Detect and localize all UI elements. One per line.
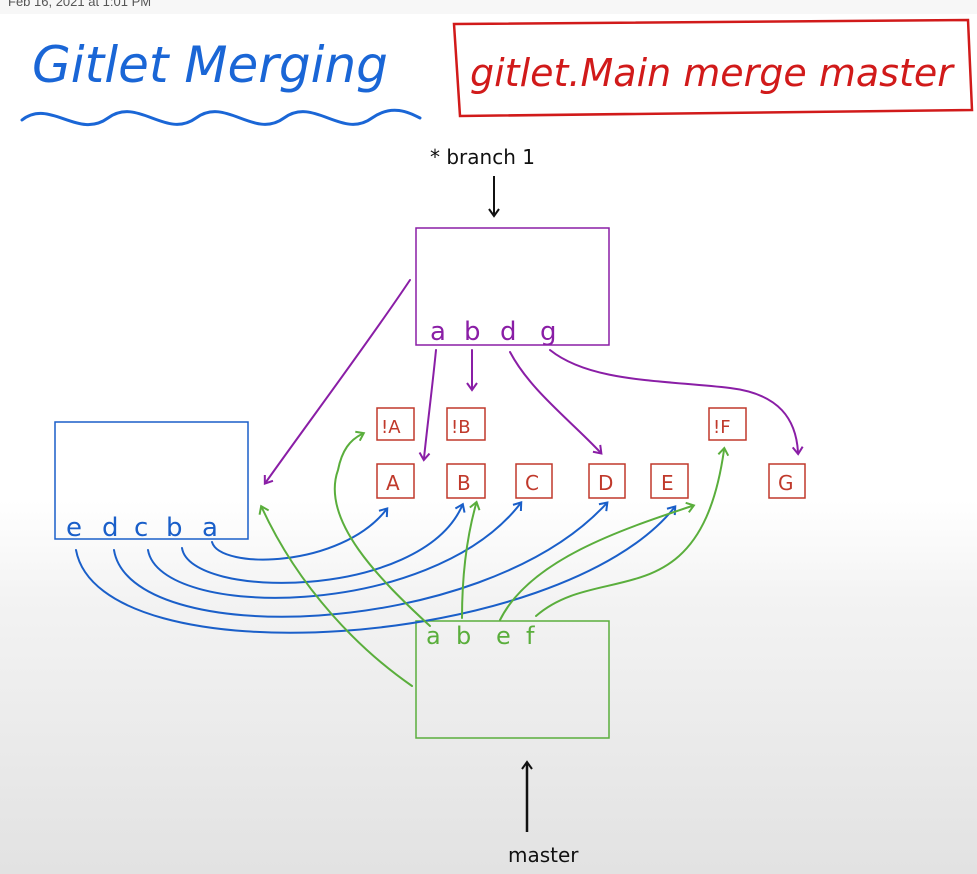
master-b-arrow xyxy=(461,500,481,619)
split-arrows xyxy=(75,501,677,634)
split-files: e d c b a xyxy=(66,513,218,543)
split-a-arrow xyxy=(211,507,389,561)
split-file-e: e xyxy=(66,513,82,543)
split-d-arrow xyxy=(113,501,609,618)
branch1-file-a: a xyxy=(430,317,446,347)
branch1-g-arrow xyxy=(549,349,804,456)
branch1-commit-box xyxy=(415,227,610,346)
result-blobs: A B C D E G xyxy=(376,463,806,499)
split-file-b: b xyxy=(166,513,183,543)
blob-conflict-F xyxy=(708,407,747,441)
blob-A xyxy=(376,463,415,499)
branch1-files: a b d g xyxy=(430,317,557,347)
split-commit-box xyxy=(54,421,249,540)
blob-B xyxy=(446,463,486,499)
split-file-d: d xyxy=(102,513,119,543)
command-box xyxy=(452,18,974,118)
split-b-arrow xyxy=(181,502,466,584)
branch1-d-arrow xyxy=(509,351,603,455)
split-file-a: a xyxy=(202,513,218,543)
branch1-file-b: b xyxy=(464,317,481,347)
blob-G xyxy=(768,463,806,499)
master-commit-box xyxy=(415,620,610,739)
blob-E-label: E xyxy=(661,471,674,495)
timestamp-strip xyxy=(0,0,977,14)
master-file-b: b xyxy=(456,622,471,650)
master-file-f: f xyxy=(526,622,535,650)
master-e-arrow xyxy=(499,501,696,621)
blob-D-label: D xyxy=(598,471,613,495)
branch1-a-arrow xyxy=(418,349,437,462)
split-c-arrow xyxy=(147,501,523,599)
branch1-file-g: g xyxy=(540,317,557,347)
master-file-a: a xyxy=(426,622,441,650)
blob-G-label: G xyxy=(778,471,794,495)
blob-D xyxy=(588,463,626,499)
branch1-file-d: d xyxy=(500,317,517,347)
conflict-blobs: !A !B !F xyxy=(376,407,747,441)
branch1-pointer-label: * branch 1 xyxy=(430,145,535,169)
title-underline xyxy=(20,108,422,126)
blob-conflict-F-label: !F xyxy=(713,417,731,438)
command-text: gitlet.Main merge master xyxy=(470,51,955,95)
page-title: Gitlet Merging xyxy=(32,36,388,94)
blob-C-label: C xyxy=(525,471,539,495)
blob-B-label: B xyxy=(457,471,471,495)
master-f-arrow xyxy=(535,446,730,617)
blob-conflict-B xyxy=(446,407,486,441)
blob-conflict-A-label: !A xyxy=(381,417,401,438)
split-e-arrow xyxy=(75,505,677,634)
timestamp: Feb 16, 2021 at 1:01 PM xyxy=(8,0,151,9)
branch1-parent-arrow xyxy=(263,279,411,486)
blob-A-label: A xyxy=(386,471,400,495)
blob-E xyxy=(650,463,689,499)
master-arrows xyxy=(258,430,730,687)
branch1-arrows xyxy=(263,279,804,486)
blob-C xyxy=(515,463,553,499)
master-file-e: e xyxy=(496,622,511,650)
master-a-arrow xyxy=(333,430,431,627)
split-file-c: c xyxy=(134,513,148,543)
master-pointer-label: master xyxy=(508,843,579,867)
master-parent-arrow xyxy=(258,504,413,687)
blob-conflict-A xyxy=(376,407,415,441)
master-files: a b e f xyxy=(426,622,535,650)
blob-conflict-B-label: !B xyxy=(451,417,471,438)
